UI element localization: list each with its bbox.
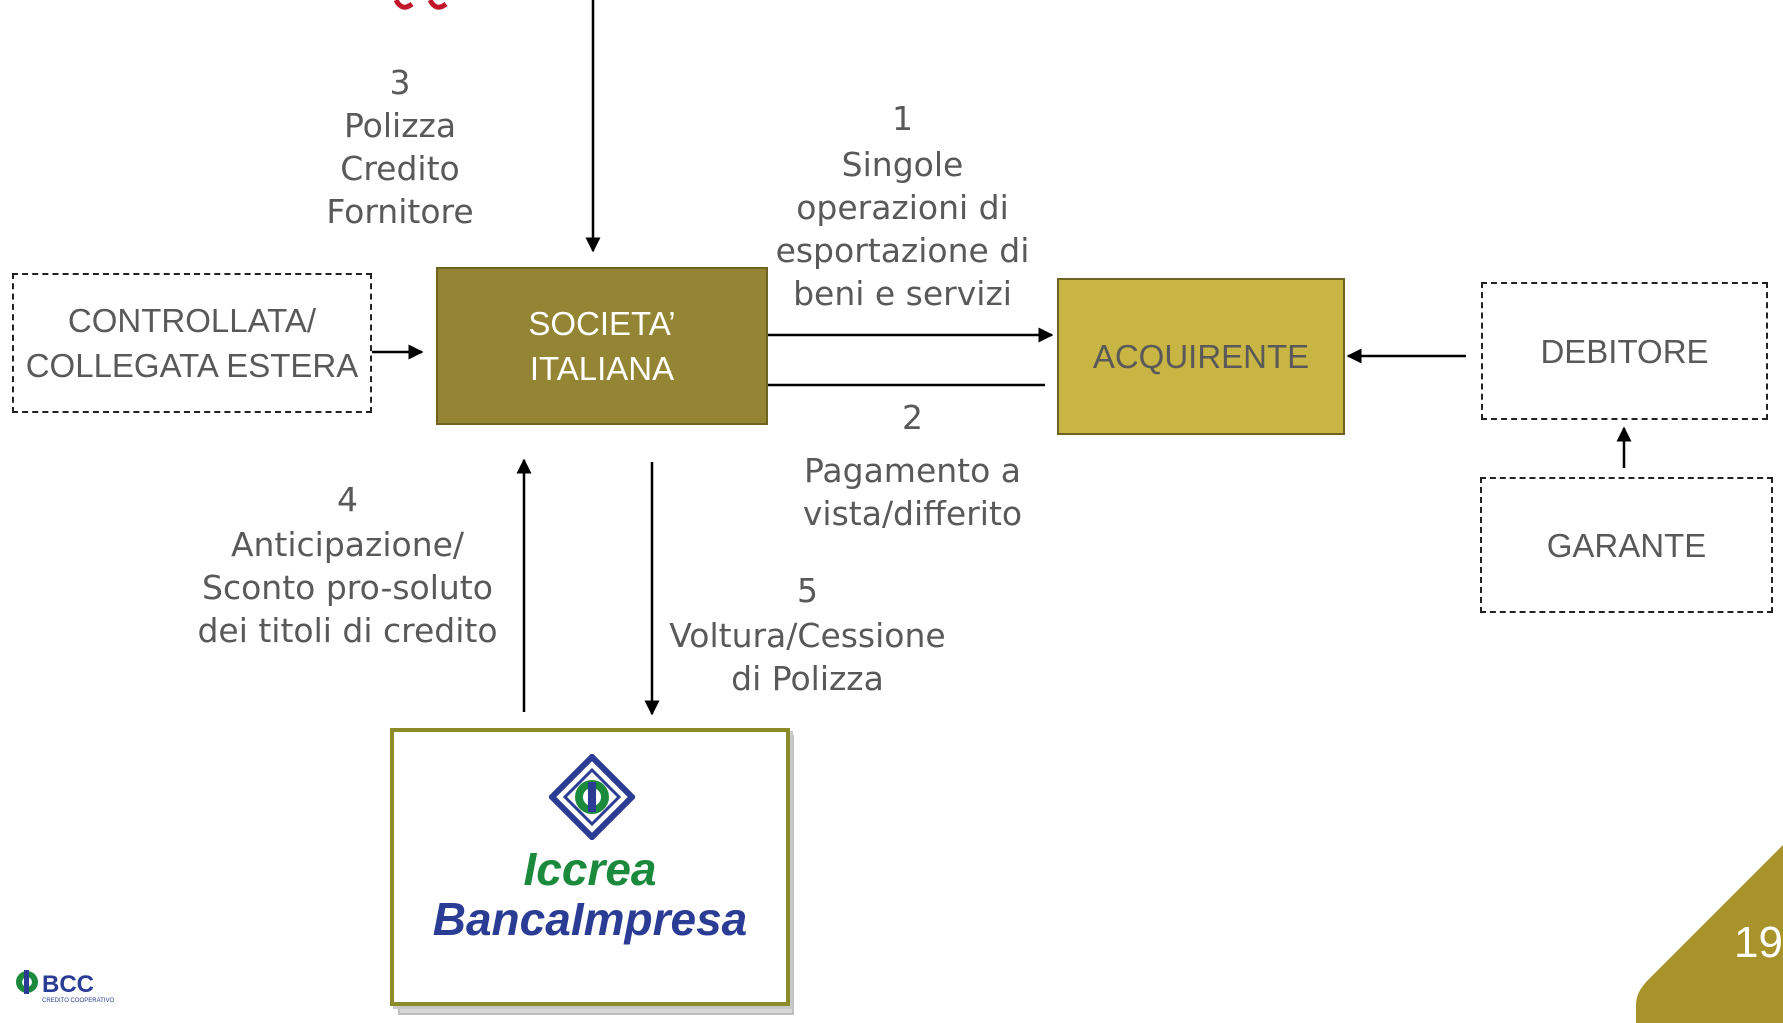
- debitore-box: DEBITORE: [1481, 282, 1768, 420]
- societa-box: SOCIETA’ ITALIANA: [436, 267, 768, 425]
- bank-card: Iccrea BancaImpresa: [390, 728, 790, 1006]
- bcc-logo: BCC CREDITO COOPERATIVO: [16, 970, 114, 1004]
- garante-box: GARANTE: [1480, 477, 1773, 613]
- step3-number: 3: [389, 63, 411, 102]
- step4-number: 4: [337, 480, 358, 519]
- step1-label: Singole operazioni di esportazione di be…: [775, 145, 1030, 313]
- page-number: 19: [1734, 918, 1783, 967]
- bank-name-line1: Iccrea: [523, 843, 657, 895]
- step4-label: Anticipazione/ Sconto pro-soluto dei tit…: [197, 525, 498, 650]
- iccrea-diamond-icon: [549, 754, 635, 840]
- step5-number: 5: [797, 571, 818, 610]
- red-cutoff-mark: [393, 0, 448, 10]
- step5-label: Voltura/Cessione di Polizza: [669, 616, 946, 698]
- acquirente-box: ACQUIRENTE: [1057, 278, 1345, 435]
- step3-label: Polizza Credito Fornitore: [326, 106, 474, 231]
- step2-number: 2: [902, 398, 923, 437]
- corner-tab: [1636, 845, 1783, 1023]
- bcc-logo-subtext: CREDITO COOPERATIVO: [42, 998, 114, 1004]
- step1-number: 1: [892, 99, 913, 138]
- controllata-box: CONTROLLATA/ COLLEGATA ESTERA: [12, 273, 372, 413]
- bank-name-line2: BancaImpresa: [432, 893, 748, 945]
- bcc-logo-text: BCC: [42, 971, 94, 998]
- step2-label: Pagamento a vista/differito: [802, 451, 1023, 533]
